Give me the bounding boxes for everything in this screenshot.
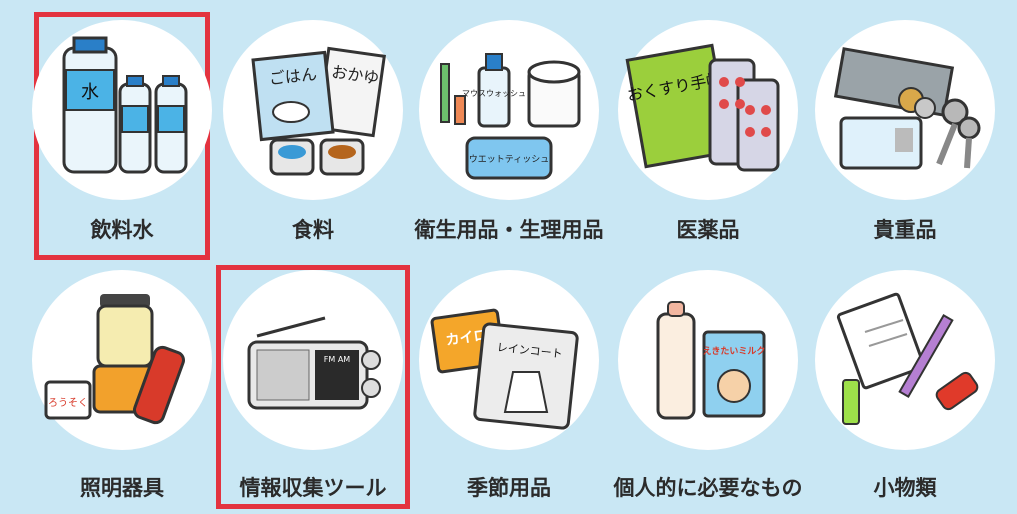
item-label: 医薬品 [676, 218, 740, 242]
seasonal-icon: カイロ レインコート [430, 308, 579, 430]
water-bottles-icon: 水 [62, 36, 188, 174]
item-food[interactable]: おかゆ ごはん 食料 [213, 0, 413, 260]
small-items-icon [836, 292, 979, 425]
item-small-items[interactable]: 小物類 [805, 262, 1005, 514]
item-label: 小物類 [873, 476, 937, 500]
food-icon: おかゆ ごはん [251, 46, 386, 176]
item-label: 照明器具 [80, 476, 164, 500]
candle-label: ろうそく [48, 397, 88, 409]
item-hygiene[interactable]: マウスウォッシュ ウエットティッシュ 衛生用品・生理用品 [409, 0, 609, 260]
lighting-icon: ろうそく [44, 294, 185, 425]
item-label: 食料 [292, 218, 334, 242]
hygiene-icon: マウスウォッシュ ウエットティッシュ [440, 53, 581, 180]
item-label: 貴重品 [873, 218, 937, 242]
item-label: 個人的に必要なもの [613, 476, 803, 500]
milk-label: えきたいミルク [703, 346, 766, 357]
item-label: 衛生用品・生理用品 [414, 218, 604, 242]
mouthwash-label: マウスウォッシュ [462, 89, 526, 98]
kairo-label: カイロ [445, 327, 489, 349]
baby-items-icon: えきたいミルク [656, 301, 766, 420]
radio-icon: FM AM [247, 316, 381, 410]
highlight-frame-info-tools [216, 265, 410, 509]
tissue-label: ウエットティッシュ [469, 154, 549, 165]
item-valuables[interactable]: 貴重品 [805, 0, 1005, 260]
item-personal[interactable]: えきたいミルク 個人的に必要なもの [608, 262, 808, 514]
item-seasonal[interactable]: カイロ レインコート 季節用品 [409, 262, 609, 514]
pack-label-rice: ごはん [268, 64, 318, 88]
radio-band-label: FM AM [324, 355, 351, 364]
item-label: 飲料水 [90, 218, 154, 242]
item-water[interactable]: 水 飲料水 [22, 0, 222, 260]
medicine-icon: おくすり手帳 [625, 43, 780, 172]
item-medicine[interactable]: おくすり手帳 医薬品 [608, 0, 808, 260]
item-lighting[interactable]: ろうそく 照明器具 [22, 262, 222, 514]
item-info-tools[interactable]: FM AM 情報収集ツール [213, 262, 413, 514]
bottle-label: 水 [81, 82, 99, 103]
item-label: 季節用品 [467, 476, 551, 500]
item-label: 情報収集ツール [239, 476, 387, 500]
valuables-icon [833, 47, 981, 170]
